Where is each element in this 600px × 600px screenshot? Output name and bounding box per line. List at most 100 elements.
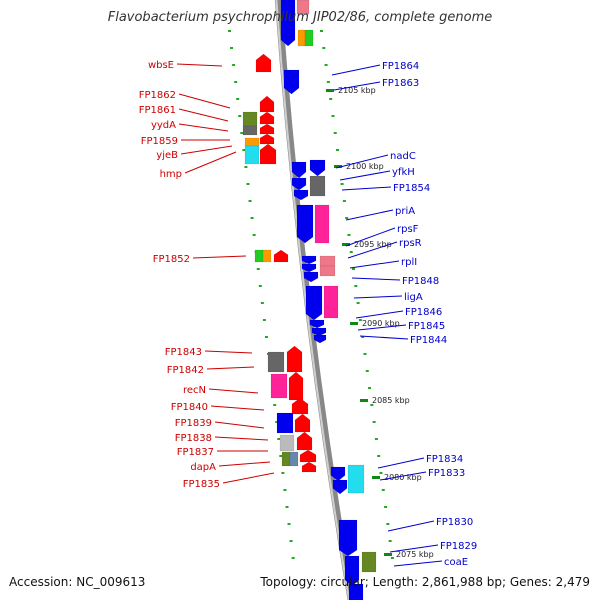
gene-label-rpsr: rpsR bbox=[399, 238, 422, 249]
leader-line bbox=[393, 560, 443, 567]
right-dotted-track bbox=[329, 98, 333, 100]
gene-label-yjeb: yjeB bbox=[156, 150, 178, 161]
right-dotted-track bbox=[374, 438, 378, 440]
right-dotted-track bbox=[356, 302, 360, 304]
right-dotted-track bbox=[377, 455, 381, 457]
right-dotted-track bbox=[390, 557, 394, 559]
kbp-tick bbox=[350, 322, 358, 325]
kbp-label: 2085 kbp bbox=[372, 396, 410, 405]
leader-line bbox=[331, 64, 381, 76]
right-dotted-track bbox=[386, 523, 390, 525]
right-dotted-track bbox=[331, 115, 335, 117]
right-dotted-track bbox=[379, 472, 383, 474]
left-dotted-track bbox=[281, 472, 285, 474]
gene-block bbox=[314, 204, 330, 244]
gene-label-yfkh: yfkH bbox=[392, 167, 415, 178]
left-dotted-track bbox=[234, 81, 238, 83]
left-dotted-track bbox=[250, 217, 254, 219]
gene-forward bbox=[259, 123, 275, 135]
gene-block bbox=[242, 111, 258, 127]
gene-block bbox=[319, 255, 336, 267]
gene-label-fp1830: FP1830 bbox=[436, 517, 473, 528]
gene-block bbox=[254, 249, 264, 263]
gene-label-rpsf: rpsF bbox=[397, 224, 419, 235]
left-dotted-track bbox=[287, 523, 291, 525]
gene-forward bbox=[294, 413, 311, 433]
gene-reverse bbox=[280, 0, 296, 47]
gene-block bbox=[361, 551, 377, 573]
left-dotted-track bbox=[252, 234, 256, 236]
leader-line bbox=[208, 388, 259, 394]
gene-forward bbox=[255, 53, 272, 73]
gene-label-fp1839: FP1839 bbox=[175, 418, 212, 429]
gene-reverse bbox=[296, 204, 314, 244]
left-dotted-track bbox=[240, 132, 244, 134]
left-dotted-track bbox=[242, 149, 246, 151]
right-dotted-track bbox=[388, 540, 392, 542]
kbp-label: 2100 kbp bbox=[346, 162, 384, 171]
left-dotted-track bbox=[230, 47, 234, 49]
kbp-tick bbox=[384, 553, 392, 556]
right-dotted-track bbox=[326, 81, 330, 83]
gene-label-dapa: dapA bbox=[190, 462, 216, 473]
left-dotted-track bbox=[275, 421, 279, 423]
leader-line bbox=[184, 151, 237, 174]
left-dotted-track bbox=[289, 540, 293, 542]
leader-line bbox=[377, 457, 425, 469]
gene-reverse bbox=[301, 255, 317, 265]
left-dotted-track bbox=[244, 166, 248, 168]
leader-line bbox=[355, 310, 404, 319]
gene-reverse bbox=[303, 271, 319, 283]
gene-label-fp1863: FP1863 bbox=[382, 78, 419, 89]
left-dotted-track bbox=[246, 183, 250, 185]
leader-line bbox=[178, 108, 229, 122]
gene-block bbox=[242, 125, 258, 136]
left-dotted-track bbox=[260, 302, 264, 304]
kbp-label: 2095 kbp bbox=[354, 240, 392, 249]
leader-line bbox=[218, 461, 271, 467]
topology-text: Topology: circular; Length: 2,861,988 bp… bbox=[260, 575, 590, 589]
kbp-tick bbox=[326, 89, 334, 92]
gene-forward bbox=[299, 449, 317, 463]
leader-line bbox=[357, 324, 407, 331]
gene-block bbox=[289, 451, 299, 467]
gene-block bbox=[297, 29, 306, 47]
left-dotted-track bbox=[285, 506, 289, 508]
gene-label-fp1843: FP1843 bbox=[165, 347, 202, 358]
gene-reverse bbox=[293, 189, 309, 201]
kbp-label: 2090 kbp bbox=[362, 319, 400, 328]
leader-line bbox=[339, 170, 391, 181]
gene-forward bbox=[296, 431, 313, 451]
gene-label-fp1859: FP1859 bbox=[141, 136, 178, 147]
gene-label-nadc: nadC bbox=[390, 151, 416, 162]
right-dotted-track bbox=[368, 387, 372, 389]
gene-label-fp1837: FP1837 bbox=[177, 447, 214, 458]
gene-reverse bbox=[309, 159, 326, 177]
gene-block bbox=[244, 137, 260, 147]
gene-reverse bbox=[338, 519, 358, 557]
right-dotted-track bbox=[370, 404, 374, 406]
right-dotted-track bbox=[381, 489, 385, 491]
leader-line bbox=[176, 63, 223, 67]
gene-forward bbox=[286, 345, 303, 373]
leader-line bbox=[214, 436, 269, 441]
right-dotted-track bbox=[352, 268, 356, 270]
gene-forward bbox=[259, 133, 275, 145]
left-dotted-track bbox=[248, 200, 252, 202]
gene-reverse bbox=[305, 285, 323, 321]
figure-title: Flavobacterium psychrophilum JIP02/86, c… bbox=[107, 10, 493, 25]
gene-reverse bbox=[301, 263, 317, 273]
leader-line bbox=[347, 241, 398, 259]
left-dotted-track bbox=[264, 336, 268, 338]
gene-label-hmp: hmp bbox=[160, 169, 182, 180]
gene-label-pria: priA bbox=[395, 206, 415, 217]
gene-label-yyda: yydA bbox=[151, 120, 176, 131]
gene-block bbox=[347, 464, 365, 494]
gene-forward bbox=[259, 95, 275, 113]
gene-block bbox=[304, 29, 314, 47]
left-dotted-track bbox=[277, 438, 281, 440]
gene-label-wbse: wbsE bbox=[148, 60, 174, 71]
left-dotted-track bbox=[258, 285, 262, 287]
leader-line bbox=[180, 145, 233, 155]
